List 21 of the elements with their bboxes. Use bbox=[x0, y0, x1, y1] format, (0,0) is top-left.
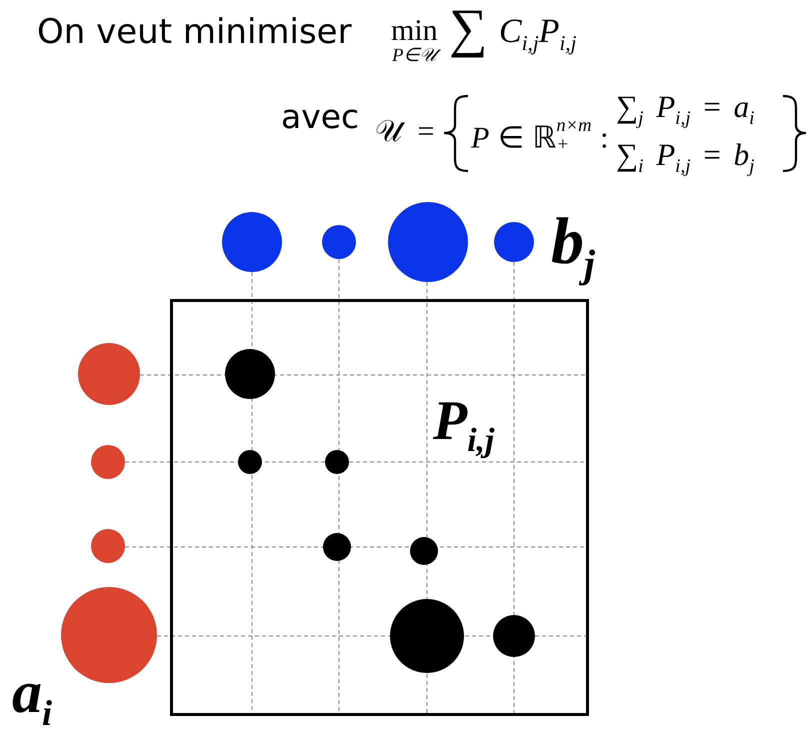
target-weight-circle bbox=[494, 222, 534, 262]
transport-mass-dot bbox=[225, 349, 275, 399]
source-weight-circle bbox=[91, 445, 125, 479]
transport-mass-dot bbox=[323, 533, 351, 561]
row-sum-constraint: ∑$_{j}$ P$_{i,j}$ = a$_{i}$ bbox=[616, 91, 754, 128]
cost-term: C$_{i,j}$P$_{i,j}$ bbox=[499, 15, 576, 54]
set-name: 𝒰 = bbox=[375, 117, 434, 147]
matrix-frame bbox=[170, 299, 589, 716]
transport-mass-dot bbox=[493, 615, 535, 657]
transport-mass-dot bbox=[325, 450, 349, 474]
constraint-word: avec bbox=[281, 100, 360, 133]
source-weight-circle bbox=[91, 529, 125, 563]
transport-mass-dot bbox=[238, 450, 262, 474]
target-weights-label: b$_{j}$ bbox=[551, 209, 595, 285]
target-weight-circle bbox=[322, 225, 356, 259]
sum-symbol: ∑ bbox=[449, 1, 488, 55]
matrix-entry-label: P$_{i,j}$ bbox=[433, 393, 494, 458]
objective-text: On veut minimiser bbox=[37, 15, 352, 49]
transport-mass-dot bbox=[410, 537, 438, 565]
source-weights-label: a$_{i}$ bbox=[12, 662, 52, 731]
column-sum-constraint: ∑$_{i}$ P$_{i,j}$ = b$_{j}$ bbox=[616, 139, 754, 176]
